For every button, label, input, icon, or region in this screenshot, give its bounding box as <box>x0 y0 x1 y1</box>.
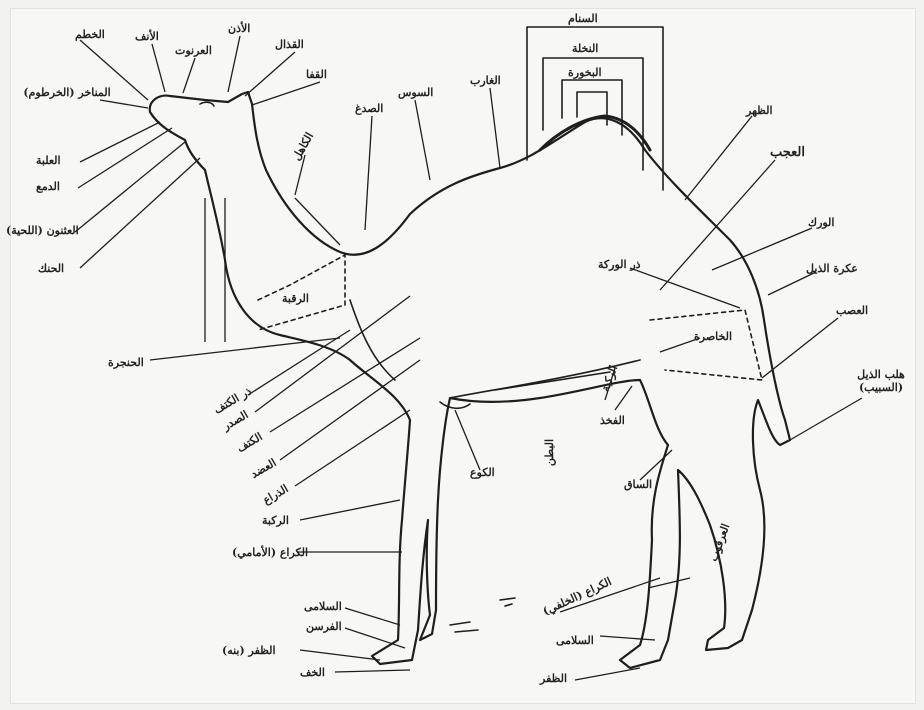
label-pastern: السلامى <box>304 600 342 613</box>
label-hind-thigh: الفخذ <box>600 414 625 427</box>
camel-body-outline <box>150 92 790 668</box>
label-foot: الخف <box>300 666 325 679</box>
label-withers-front: الغارب <box>470 74 501 87</box>
label-ear: الأذن <box>228 22 250 35</box>
label-fetlock: الفرسن <box>306 620 342 633</box>
label-flank-inner: ذر الوركة <box>598 258 641 271</box>
label-hindflank: الخاصرة <box>694 330 732 343</box>
label-tail-root: عكرة الذيل <box>806 262 858 275</box>
label-nostrils: المناخر (الخرطوم) <box>12 86 122 99</box>
label-gaskin: الساق <box>624 478 652 491</box>
label-muzzle: الخطم <box>75 28 105 41</box>
label-belly: البطن <box>543 439 556 466</box>
label-chin: العثنون (اللحية) <box>6 224 79 237</box>
label-back: الظهر <box>746 104 773 117</box>
label-poll: القفا <box>306 68 327 81</box>
label-cannon-front: الكراع (الأمامي) <box>232 546 308 559</box>
label-tail: هلب الذيل (السبيب) <box>846 368 916 394</box>
ground-scribble-1 <box>450 622 478 632</box>
label-tear: الدمع <box>36 180 60 193</box>
label-neck-top: السوس <box>398 86 433 99</box>
label-lips: العلبة <box>36 154 61 167</box>
label-buttock: العصب <box>836 304 868 317</box>
label-occiput: القذال <box>275 38 304 51</box>
label-loin: الورك <box>808 216 834 229</box>
label-hind-pastern: السلامى <box>556 634 594 647</box>
ground-scribble-2 <box>500 598 515 606</box>
label-hump-back: العجب <box>770 146 805 159</box>
elbow-callus <box>440 402 470 408</box>
dashed-hip <box>650 310 762 380</box>
label-jaw: الصدغ <box>355 102 383 115</box>
label-hump-inner: البخورة <box>568 66 602 79</box>
label-cheek: الحنك <box>38 262 64 275</box>
label-elbow: الكوع <box>470 466 495 479</box>
label-nose: الأنف <box>135 30 159 43</box>
leader-lines <box>75 36 862 680</box>
eye <box>200 102 214 106</box>
label-nail: الظفر (بنه) <box>222 644 276 657</box>
label-neck-root: الحنجرة <box>108 356 144 369</box>
label-neck-side: الرقبة <box>282 292 309 305</box>
label-hump: السنام <box>568 12 598 25</box>
label-knee: الركبة <box>262 514 289 527</box>
label-hump-middle: النخلة <box>572 42 598 55</box>
label-forehead: العرنوت <box>175 44 212 57</box>
label-hind-nail: الظفر <box>540 672 567 685</box>
